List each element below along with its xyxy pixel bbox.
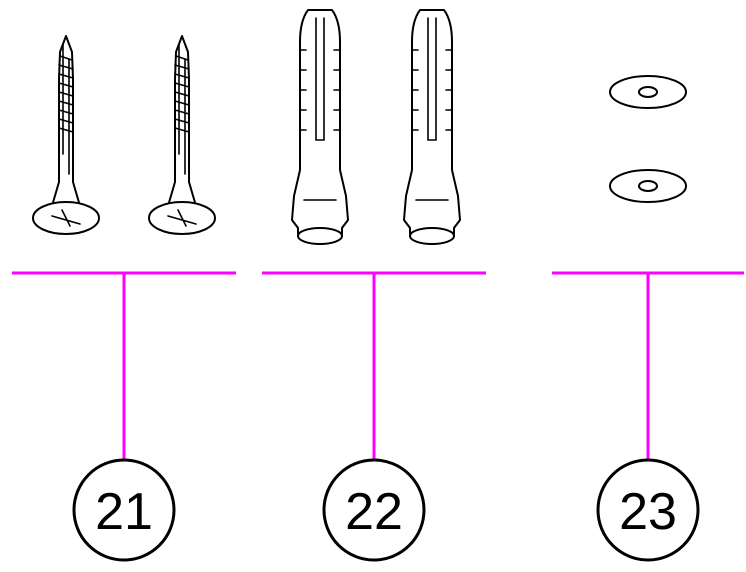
washer-icon — [609, 75, 687, 109]
callout-circle-21 — [72, 458, 176, 562]
part-number-21: 21 — [95, 483, 153, 541]
wood-screw-icon — [148, 35, 216, 235]
callout-circle-23 — [596, 458, 700, 562]
wall-anchor-icon — [291, 9, 349, 245]
wood-screw-icon — [32, 35, 100, 235]
washer-icon — [609, 169, 687, 203]
leader-line-21 — [12, 271, 236, 462]
callout-circle-22 — [322, 458, 426, 562]
part-23-group: 23 — [552, 75, 744, 562]
leader-line-23 — [552, 271, 744, 462]
part-21-group: 21 — [12, 35, 236, 562]
wall-anchor-icon — [403, 9, 461, 245]
leader-line-22 — [262, 271, 486, 462]
part-number-23: 23 — [619, 483, 677, 541]
part-22-group: 22 — [262, 9, 486, 562]
part-number-22: 22 — [345, 483, 403, 541]
